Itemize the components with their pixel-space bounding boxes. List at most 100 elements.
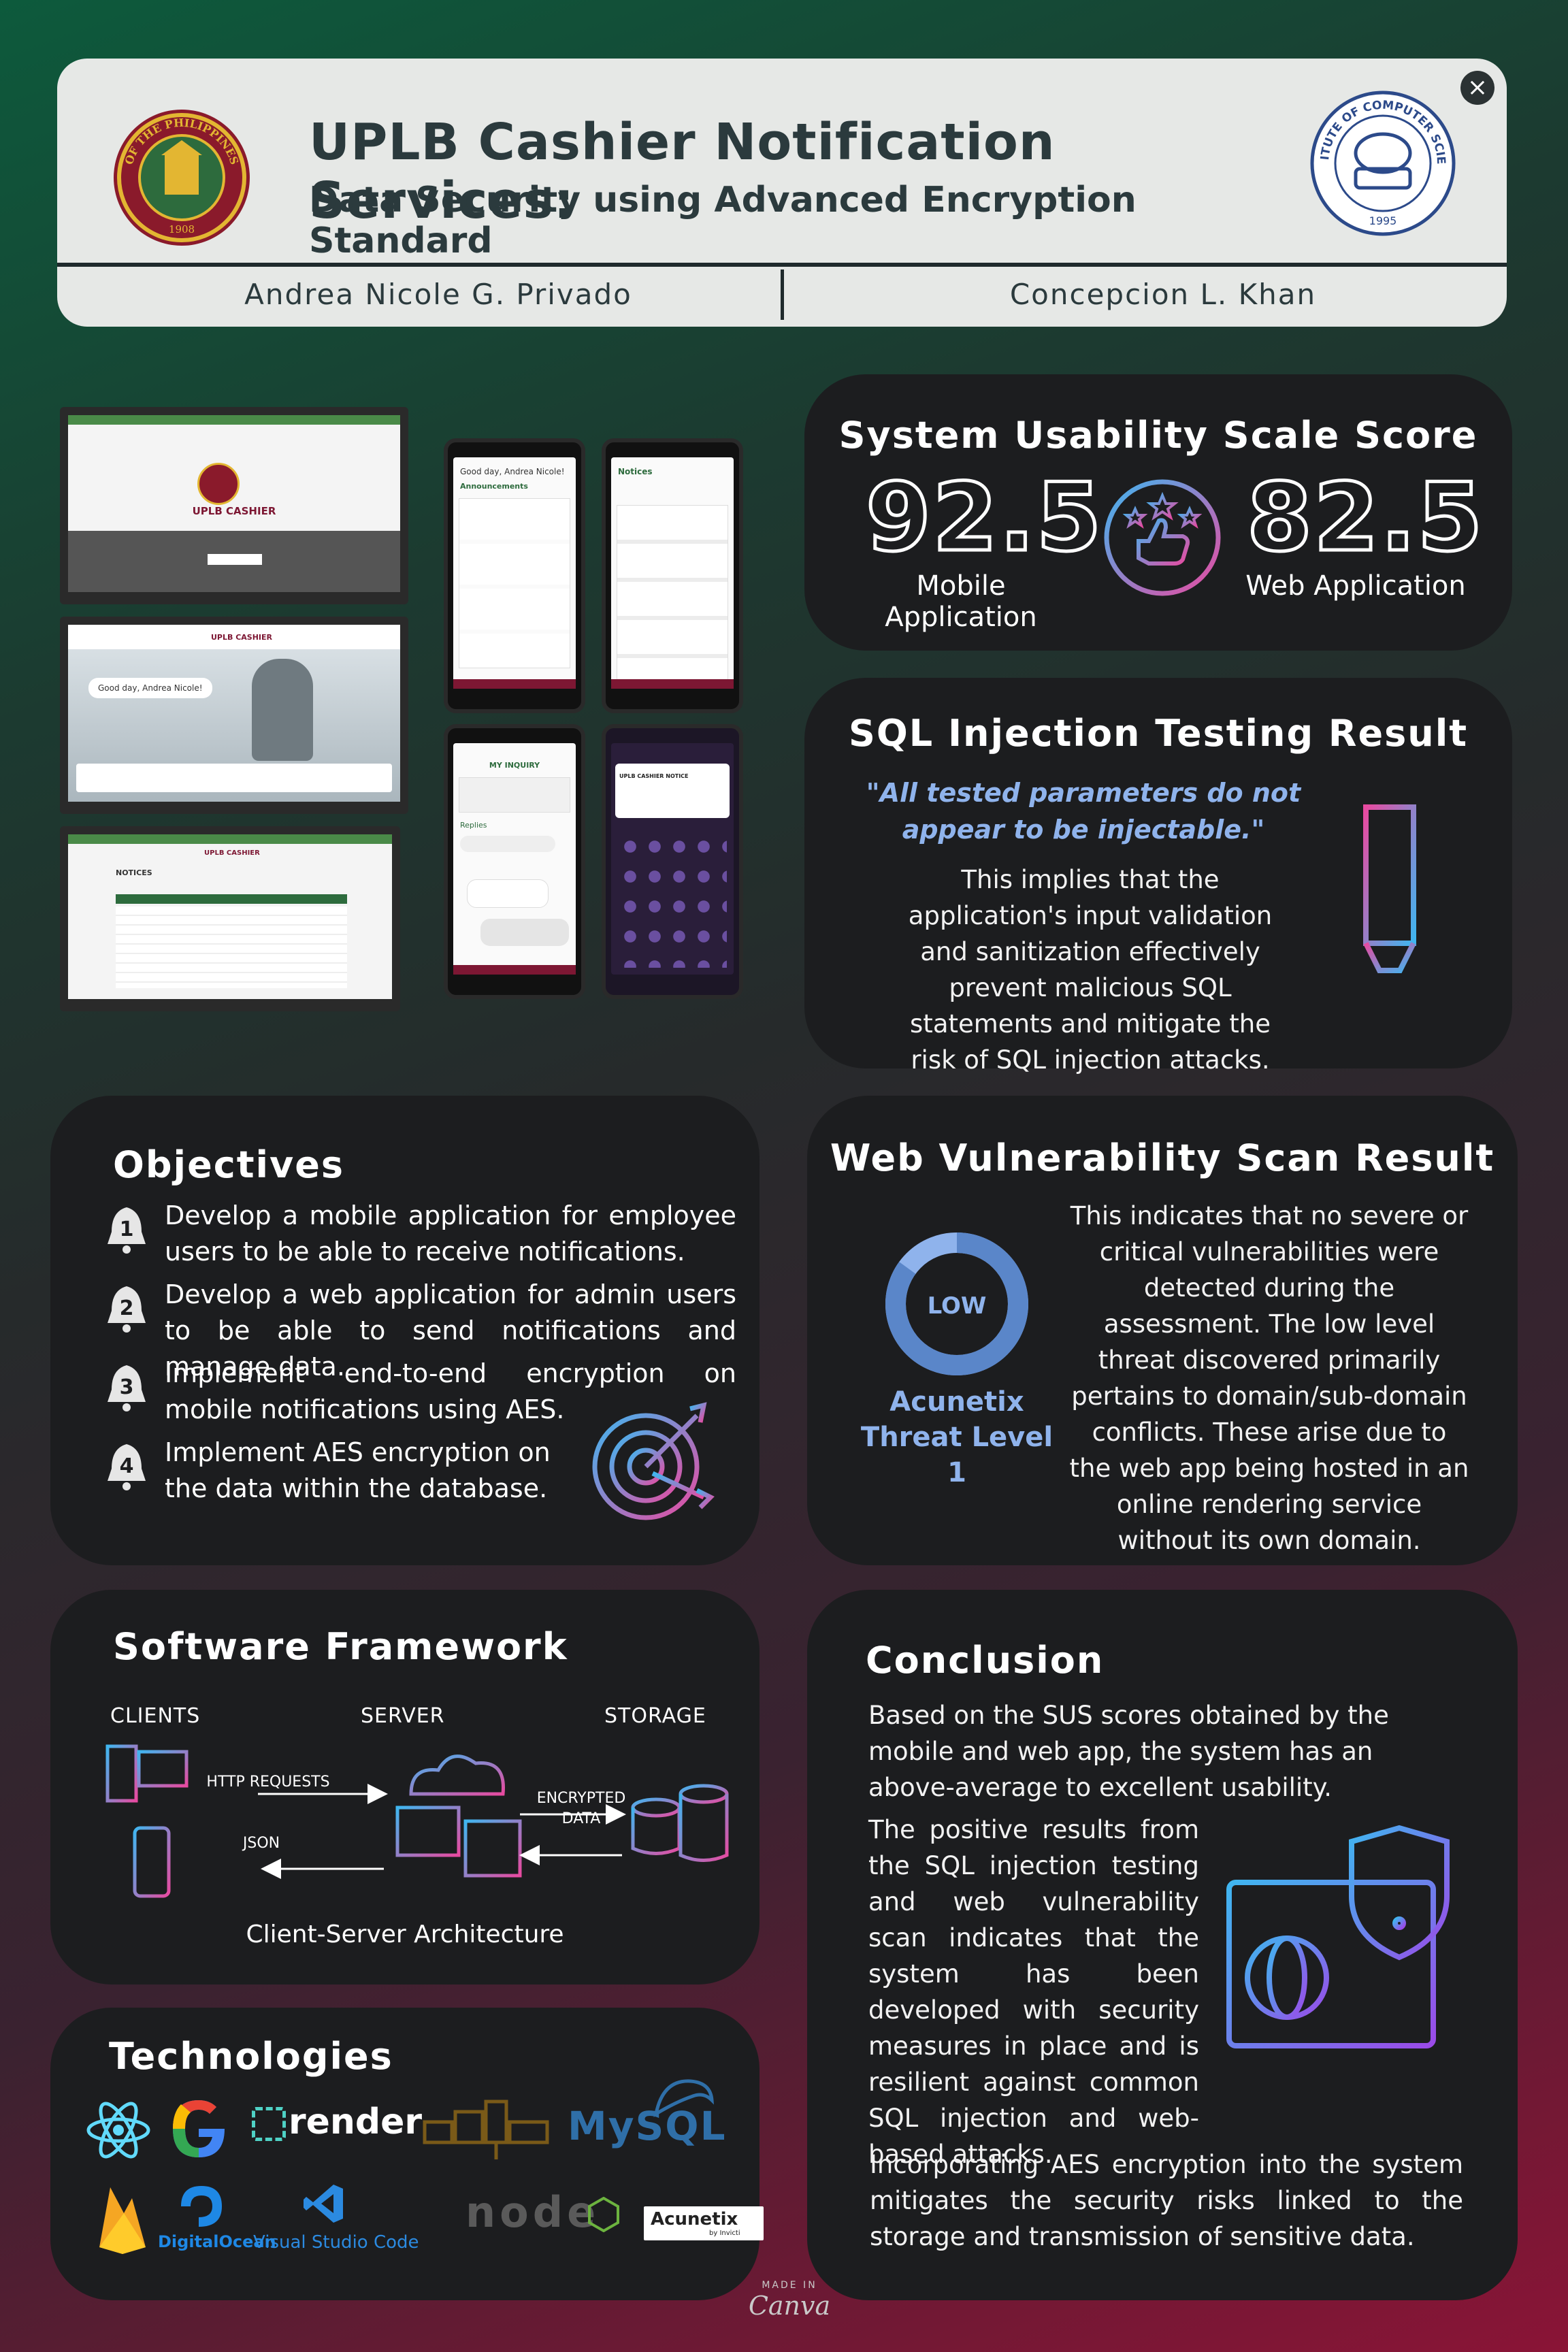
objective-text: Implement AES encryption on the data wit… xyxy=(165,1437,551,1503)
mysql-logo: MySQL xyxy=(568,2103,727,2149)
server-label: SERVER xyxy=(361,1704,445,1728)
vscode-icon xyxy=(304,2185,343,2223)
storage-label: STORAGE xyxy=(604,1704,706,1728)
thumbs-up-stars-icon xyxy=(1104,479,1221,596)
objective-item: 1 Develop a mobile application for emplo… xyxy=(105,1198,785,1273)
mobile-screenshot-notification: UPLB CASHIER NOTICE xyxy=(602,724,743,999)
cloud-server-icon xyxy=(395,1754,522,1878)
web-notices-brand: UPLB CASHIER xyxy=(204,849,260,857)
threat-level-label: Threat Level 1 xyxy=(860,1422,1054,1488)
target-darts-icon xyxy=(592,1402,715,1520)
made-in-canva-mark: MADE IN Canva xyxy=(742,2280,837,2321)
conclusion-card: Conclusion Based on the SUS scores obtai… xyxy=(807,1590,1518,2300)
web-home-greeting: Good day, Andrea Nicole! xyxy=(88,678,212,698)
encrypted-data-label: ENCRYPTED DATA xyxy=(520,1788,642,1829)
mysql-dolphin-icon xyxy=(653,2079,715,2118)
mobile-inquiry-heading: MY INQUIRY xyxy=(489,761,540,770)
threat-gauge-label: LOW xyxy=(928,1292,987,1320)
mobile-notification-title: UPLB CASHIER NOTICE xyxy=(619,773,689,779)
up-seal-logo: OF THE PHILIPPINES 1908 xyxy=(114,110,250,246)
mobile-sus-label: Mobile Application xyxy=(885,570,1037,633)
framework-title: Software Framework xyxy=(113,1625,568,1668)
web-home-brand: UPLB CASHIER xyxy=(211,633,273,642)
acunetix-label: Acunetix xyxy=(889,1386,1024,1418)
made-in-label: MADE IN xyxy=(762,2280,817,2291)
objective-text: Implement end-to-end encryption on mobil… xyxy=(165,1358,736,1424)
conclusion-paragraph-2: The positive results from the SQL inject… xyxy=(868,1815,1199,2169)
http-requests-label: HTTP REQUESTS xyxy=(206,1774,330,1791)
poster-title: UPLB Cashier Notification Services: xyxy=(309,113,1056,230)
objectives-card: Objectives 1 Develop a mobile applicatio… xyxy=(50,1096,760,1565)
express-logo-icon xyxy=(423,2100,549,2159)
web-notices-heading: NOTICES xyxy=(116,868,152,877)
mobile-icon xyxy=(133,1826,171,1898)
clients-label: CLIENTS xyxy=(110,1704,201,1728)
sql-quote-line-2: appear to be injectable." xyxy=(902,815,1265,845)
bell-icon: 1 xyxy=(108,1207,146,1254)
web-screenshot-notices: UPLB CASHIER NOTICES xyxy=(60,826,400,1011)
objective-item: 3 Implement end-to-end encryption on mob… xyxy=(105,1356,785,1431)
author-divider xyxy=(781,270,784,320)
node-logo: node xyxy=(466,2187,600,2237)
objectives-title: Objectives xyxy=(113,1143,344,1186)
mobile-screenshot-inquiry: MY INQUIRY Replies xyxy=(444,724,585,999)
web-login-brand: UPLB CASHIER xyxy=(192,505,276,517)
encrypted-label: ENCRYPTED xyxy=(536,1790,626,1807)
close-icon[interactable]: × xyxy=(1467,74,1488,101)
sql-quote: "All tested parameters do not appear to … xyxy=(852,774,1315,848)
mobile-screenshot-notices: Notices xyxy=(602,438,743,713)
web-sus-label: Web Application xyxy=(1245,570,1466,602)
sql-body: This implies that the application's inpu… xyxy=(908,865,1273,1075)
conclusion-title: Conclusion xyxy=(866,1639,1105,1682)
client-server-diagram xyxy=(105,1744,729,1898)
web-screenshot-login: UPLB CASHIER xyxy=(60,407,408,604)
react-icon xyxy=(86,2102,150,2159)
nodejs-hexagon-icon xyxy=(588,2197,619,2232)
acunetix-logo-sub: by Invicti xyxy=(709,2230,740,2237)
sql-injection-card: SQL Injection Testing Result "All tested… xyxy=(804,678,1512,1075)
software-framework-card: Software Framework CLIENTS SERVER STORAG… xyxy=(50,1590,760,1984)
objective-item: 4 Implement AES encryption on the data w… xyxy=(105,1435,785,1509)
header-banner: × OF THE PHILIPPINES 1908 UPLB Cashier N… xyxy=(57,59,1507,327)
objective-number: 3 xyxy=(120,1375,134,1399)
threat-gauge-arc xyxy=(885,1232,1028,1375)
sql-quote-line-1: "All tested parameters do not xyxy=(866,778,1301,808)
firebase-icon xyxy=(99,2187,146,2254)
close-button[interactable]: × xyxy=(1460,71,1494,105)
mobile-sus-score: 92.5 xyxy=(864,461,1103,574)
sql-title: SQL Injection Testing Result xyxy=(848,712,1469,755)
objective-item: 2 Develop a web application for admin us… xyxy=(105,1277,785,1382)
ics-seal-year: 1995 xyxy=(1369,214,1397,227)
acunetix-threat-label: Acunetix Threat Level 1 xyxy=(848,1384,1066,1490)
mobile-home-greeting: Good day, Andrea Nicole! xyxy=(460,467,565,476)
digitalocean-logo: DigitalOcean xyxy=(158,2232,276,2251)
ics-seal-logo: INSTITUTE OF COMPUTER SCIENCE 1995 xyxy=(1308,88,1456,236)
poster-subtitle: Data Security using Advanced Encryption … xyxy=(309,180,1137,261)
web-security-shield-icon xyxy=(1226,1825,1450,2048)
acunetix-logo-text: Acunetix xyxy=(651,2209,738,2230)
web-screenshot-home: UPLB CASHIER Good day, Andrea Nicole! xyxy=(60,617,408,814)
mobile-replies-heading: Replies xyxy=(460,821,487,830)
web-scan-body: This indicates that no severe or critica… xyxy=(1069,1201,1469,1555)
database-icon xyxy=(631,1784,729,1862)
bell-icon: 4 xyxy=(108,1444,146,1490)
render-icon xyxy=(252,2107,286,2141)
author-1: Andrea Nicole G. Privado xyxy=(244,278,632,311)
data-label: DATA xyxy=(561,1810,601,1827)
objective-number: 4 xyxy=(120,1454,134,1478)
up-seal-year: 1908 xyxy=(169,223,195,235)
bell-icon: 2 xyxy=(108,1286,146,1333)
sus-card: System Usability Scale Score 92.5 Mobile… xyxy=(804,374,1512,651)
json-label: JSON xyxy=(242,1835,280,1852)
acunetix-logo: Acunetix by Invicti xyxy=(644,2206,764,2240)
objective-text: Develop a mobile application for employe… xyxy=(165,1200,736,1267)
canva-label: Canva xyxy=(748,2291,831,2321)
threat-gauge: LOW xyxy=(885,1232,1028,1375)
framework-caption: Client-Server Architecture xyxy=(246,1921,564,1948)
mobile-screenshot-home: Good day, Andrea Nicole! Announcements xyxy=(444,438,585,713)
author-2: Concepcion L. Khan xyxy=(1009,278,1317,311)
objective-text: Develop a web application for admin user… xyxy=(165,1279,736,1382)
web-sus-score: 82.5 xyxy=(1245,461,1484,574)
conclusion-paragraph-3: Incorporating AES encryption into the sy… xyxy=(870,2150,1463,2251)
vscode-logo: Visual Studio Code xyxy=(253,2232,419,2253)
